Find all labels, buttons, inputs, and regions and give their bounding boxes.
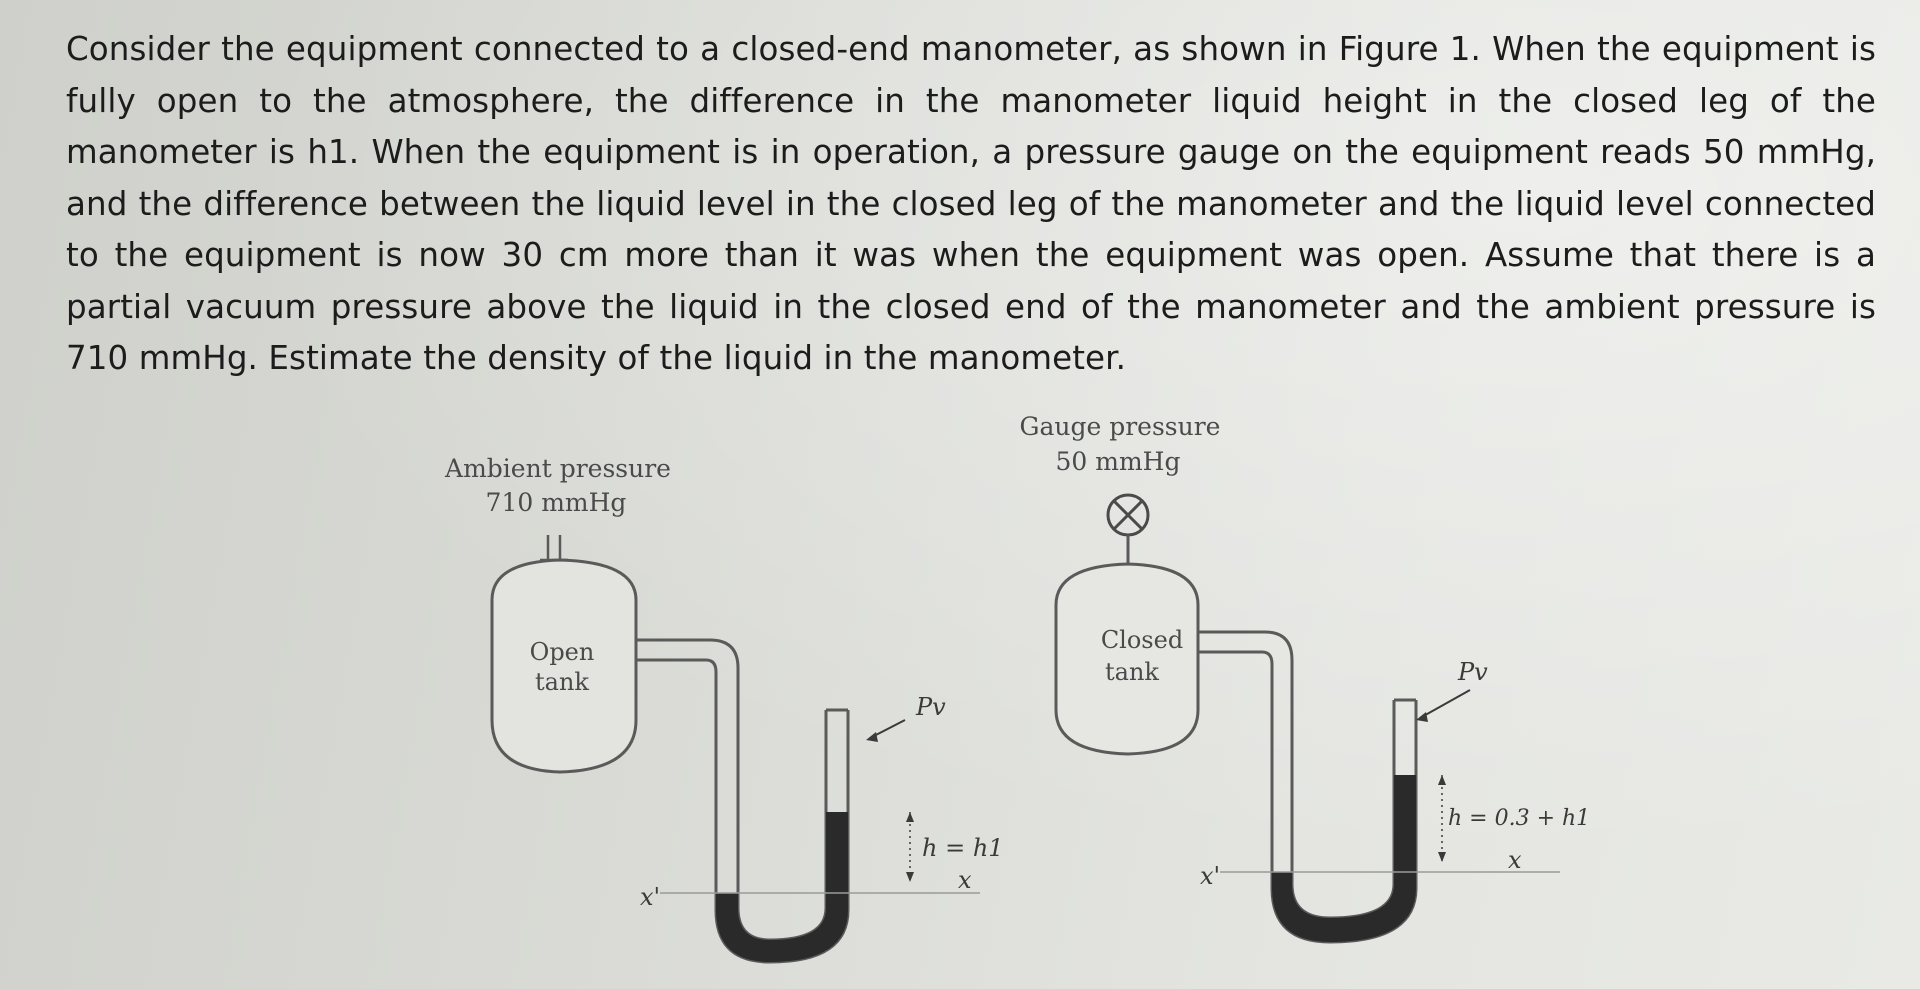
open-tank-diagram: Ambient pressure 710 mmHg Open tank x' P… bbox=[444, 454, 1004, 964]
closed-tank-diagram: Gauge pressure 50 mmHg Closed tank x' Pv… bbox=[1020, 412, 1590, 944]
open-tank-label-1: Open bbox=[530, 638, 595, 666]
closed-tank bbox=[1054, 562, 1200, 756]
gauge-pressure-label: Gauge pressure bbox=[1020, 412, 1221, 441]
manometer-fluid-left bbox=[716, 812, 848, 962]
manometer-fluid-right bbox=[1272, 775, 1416, 942]
xprime-label-left: x' bbox=[640, 883, 660, 911]
ambient-pressure-value: 710 mmHg bbox=[486, 488, 627, 517]
open-tank bbox=[490, 558, 638, 774]
problem-statement: Consider the equipment connected to a cl… bbox=[66, 30, 1876, 377]
xprime-label-right: x' bbox=[1200, 862, 1220, 890]
open-tank-label-2: tank bbox=[535, 668, 589, 696]
x-label-right: x bbox=[1508, 846, 1522, 874]
x-label-left: x bbox=[958, 866, 972, 894]
closed-tank-label-1: Closed bbox=[1101, 626, 1183, 654]
ambient-pressure-label: Ambient pressure bbox=[444, 454, 671, 483]
pv-label-right: Pv bbox=[1457, 658, 1488, 686]
closed-tank-label-2: tank bbox=[1105, 658, 1159, 686]
vent-pipe bbox=[546, 535, 562, 560]
h-label-left: h = h1 bbox=[922, 834, 1004, 862]
pv-label-left: Pv bbox=[915, 693, 946, 721]
gauge-pressure-value: 50 mmHg bbox=[1056, 447, 1181, 476]
h-label-right: h = 0.3 + h1 bbox=[1448, 806, 1590, 831]
